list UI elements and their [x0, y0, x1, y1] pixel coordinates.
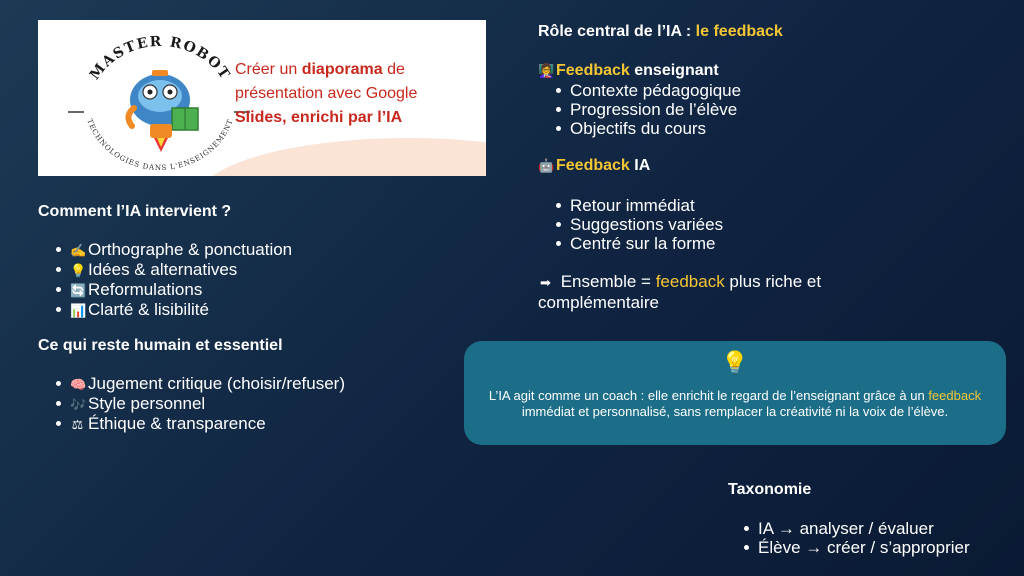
banner-text-part: de — [382, 61, 405, 78]
coach-note-text: L’IA agit comme un coach : elle enrichit… — [474, 388, 996, 420]
banner-text-part: Créer un — [235, 61, 302, 78]
list-item-label: Orthographe & ponctuation — [88, 240, 293, 259]
taxonomy-list: IA → analyser / évaluer Élève → créer / … — [742, 519, 970, 557]
banner-text-bold: enrichi par l’IA — [291, 109, 403, 126]
robot-icon: 🤖 — [538, 158, 555, 173]
ai-role-list: ✍Orthographe & ponctuation 💡Idées & alte… — [54, 240, 292, 320]
banner-text-line: présentation avec Google — [235, 85, 418, 102]
banner-text-bold: diaporama — [301, 61, 383, 78]
lightbulb-icon: 💡 — [721, 351, 749, 376]
coach-note-box: 💡 L’IA agit comme un coach : elle enrich… — [464, 341, 1006, 445]
list-item: ⚖ Éthique & transparence — [54, 414, 345, 434]
teacher-feedback-text: enseignant — [629, 62, 719, 79]
teacher-feedback-list: Contexte pédagogique Progression de l’él… — [554, 81, 741, 138]
summary-text: plus riche et — [724, 272, 822, 291]
section-title-human: Ce qui reste humain et essentiel — [38, 337, 283, 354]
ai-feedback-list: Retour immédiat Suggestions variées Cent… — [554, 196, 723, 253]
teacher-icon: 👩‍🏫 — [538, 63, 555, 78]
summary-text: Ensemble = — [556, 272, 656, 291]
list-item-label: Reformulations — [88, 280, 203, 299]
writing-hand-icon: ✍ — [70, 243, 87, 258]
bar-chart-icon: 📊 — [70, 303, 87, 318]
list-item-label: Style personnel — [88, 394, 206, 413]
list-item-label: Idées & alternatives — [88, 260, 238, 279]
lightbulb-icon: 💡 — [70, 263, 87, 278]
right-title-highlight: le feedback — [695, 23, 783, 40]
title-banner: MASTER ROBOT TECHNOLOGIES DANS L'ENSEIGN… — [38, 20, 486, 176]
list-item: 🔄Reformulations — [54, 280, 292, 300]
teacher-feedback-highlight: Feedback — [556, 62, 630, 79]
music-notes-icon: 🎶 — [70, 397, 87, 412]
note-highlight: feedback — [928, 388, 982, 403]
refresh-icon: 🔄 — [70, 283, 87, 298]
right-title: Rôle central de l’IA : le feedback — [538, 23, 783, 41]
list-item-label: Clarté & lisibilité — [88, 300, 209, 319]
ai-feedback-highlight: Feedback — [556, 157, 630, 174]
note-text: L’IA agit comme un coach : elle enrichit… — [488, 388, 929, 403]
teacher-feedback-title: 👩‍🏫Feedback enseignant — [538, 62, 719, 80]
list-item: Progression de l’élève — [554, 100, 741, 119]
list-item: Centré sur la forme — [554, 234, 723, 253]
ai-feedback-text: IA — [629, 157, 651, 174]
section-title-ai-role: Comment l’IA intervient ? — [38, 203, 232, 220]
ai-feedback-title: 🤖Feedback IA — [538, 157, 650, 175]
list-item: ✍Orthographe & ponctuation — [54, 240, 292, 260]
list-item: Objectifs du cours — [554, 119, 741, 138]
list-item-label: Éthique & transparence — [88, 414, 266, 433]
list-item: 🧠Jugement critique (choisir/refuser) — [54, 374, 345, 394]
list-item: Suggestions variées — [554, 215, 723, 234]
list-item: Élève → créer / s’approprier — [742, 538, 970, 557]
feedback-summary: ➡ Ensemble = feedback plus riche et compl… — [538, 272, 918, 313]
master-robot-logo: MASTER ROBOT TECHNOLOGIES DANS L'ENSEIGN… — [68, 34, 250, 172]
summary-highlight: feedback — [655, 272, 725, 291]
list-item: 📊Clarté & lisibilité — [54, 300, 292, 320]
robot-illustration — [125, 70, 199, 152]
note-text: immédiat et personnalisé, sans remplacer… — [521, 404, 949, 419]
list-item: 🎶Style personnel — [54, 394, 345, 414]
arrow-right-icon: ➡ — [540, 275, 551, 290]
brain-icon: 🧠 — [70, 377, 87, 392]
list-item-label: Jugement critique (choisir/refuser) — [88, 374, 345, 393]
list-item: Retour immédiat — [554, 196, 723, 215]
human-list: 🧠Jugement critique (choisir/refuser) 🎶St… — [54, 374, 345, 434]
scales-icon: ⚖ — [71, 417, 84, 432]
right-title-text: Rôle central de l’IA : — [538, 23, 696, 40]
list-item: 💡Idées & alternatives — [54, 260, 292, 280]
summary-text: complémentaire — [538, 293, 659, 312]
banner-text-bold: Slides, — [235, 109, 292, 126]
list-item: Contexte pédagogique — [554, 81, 741, 100]
taxonomy-title: Taxonomie — [728, 481, 812, 498]
list-item: IA → analyser / évaluer — [742, 519, 970, 538]
banner-title: Créer un diaporama de présentation avec … — [235, 58, 475, 130]
